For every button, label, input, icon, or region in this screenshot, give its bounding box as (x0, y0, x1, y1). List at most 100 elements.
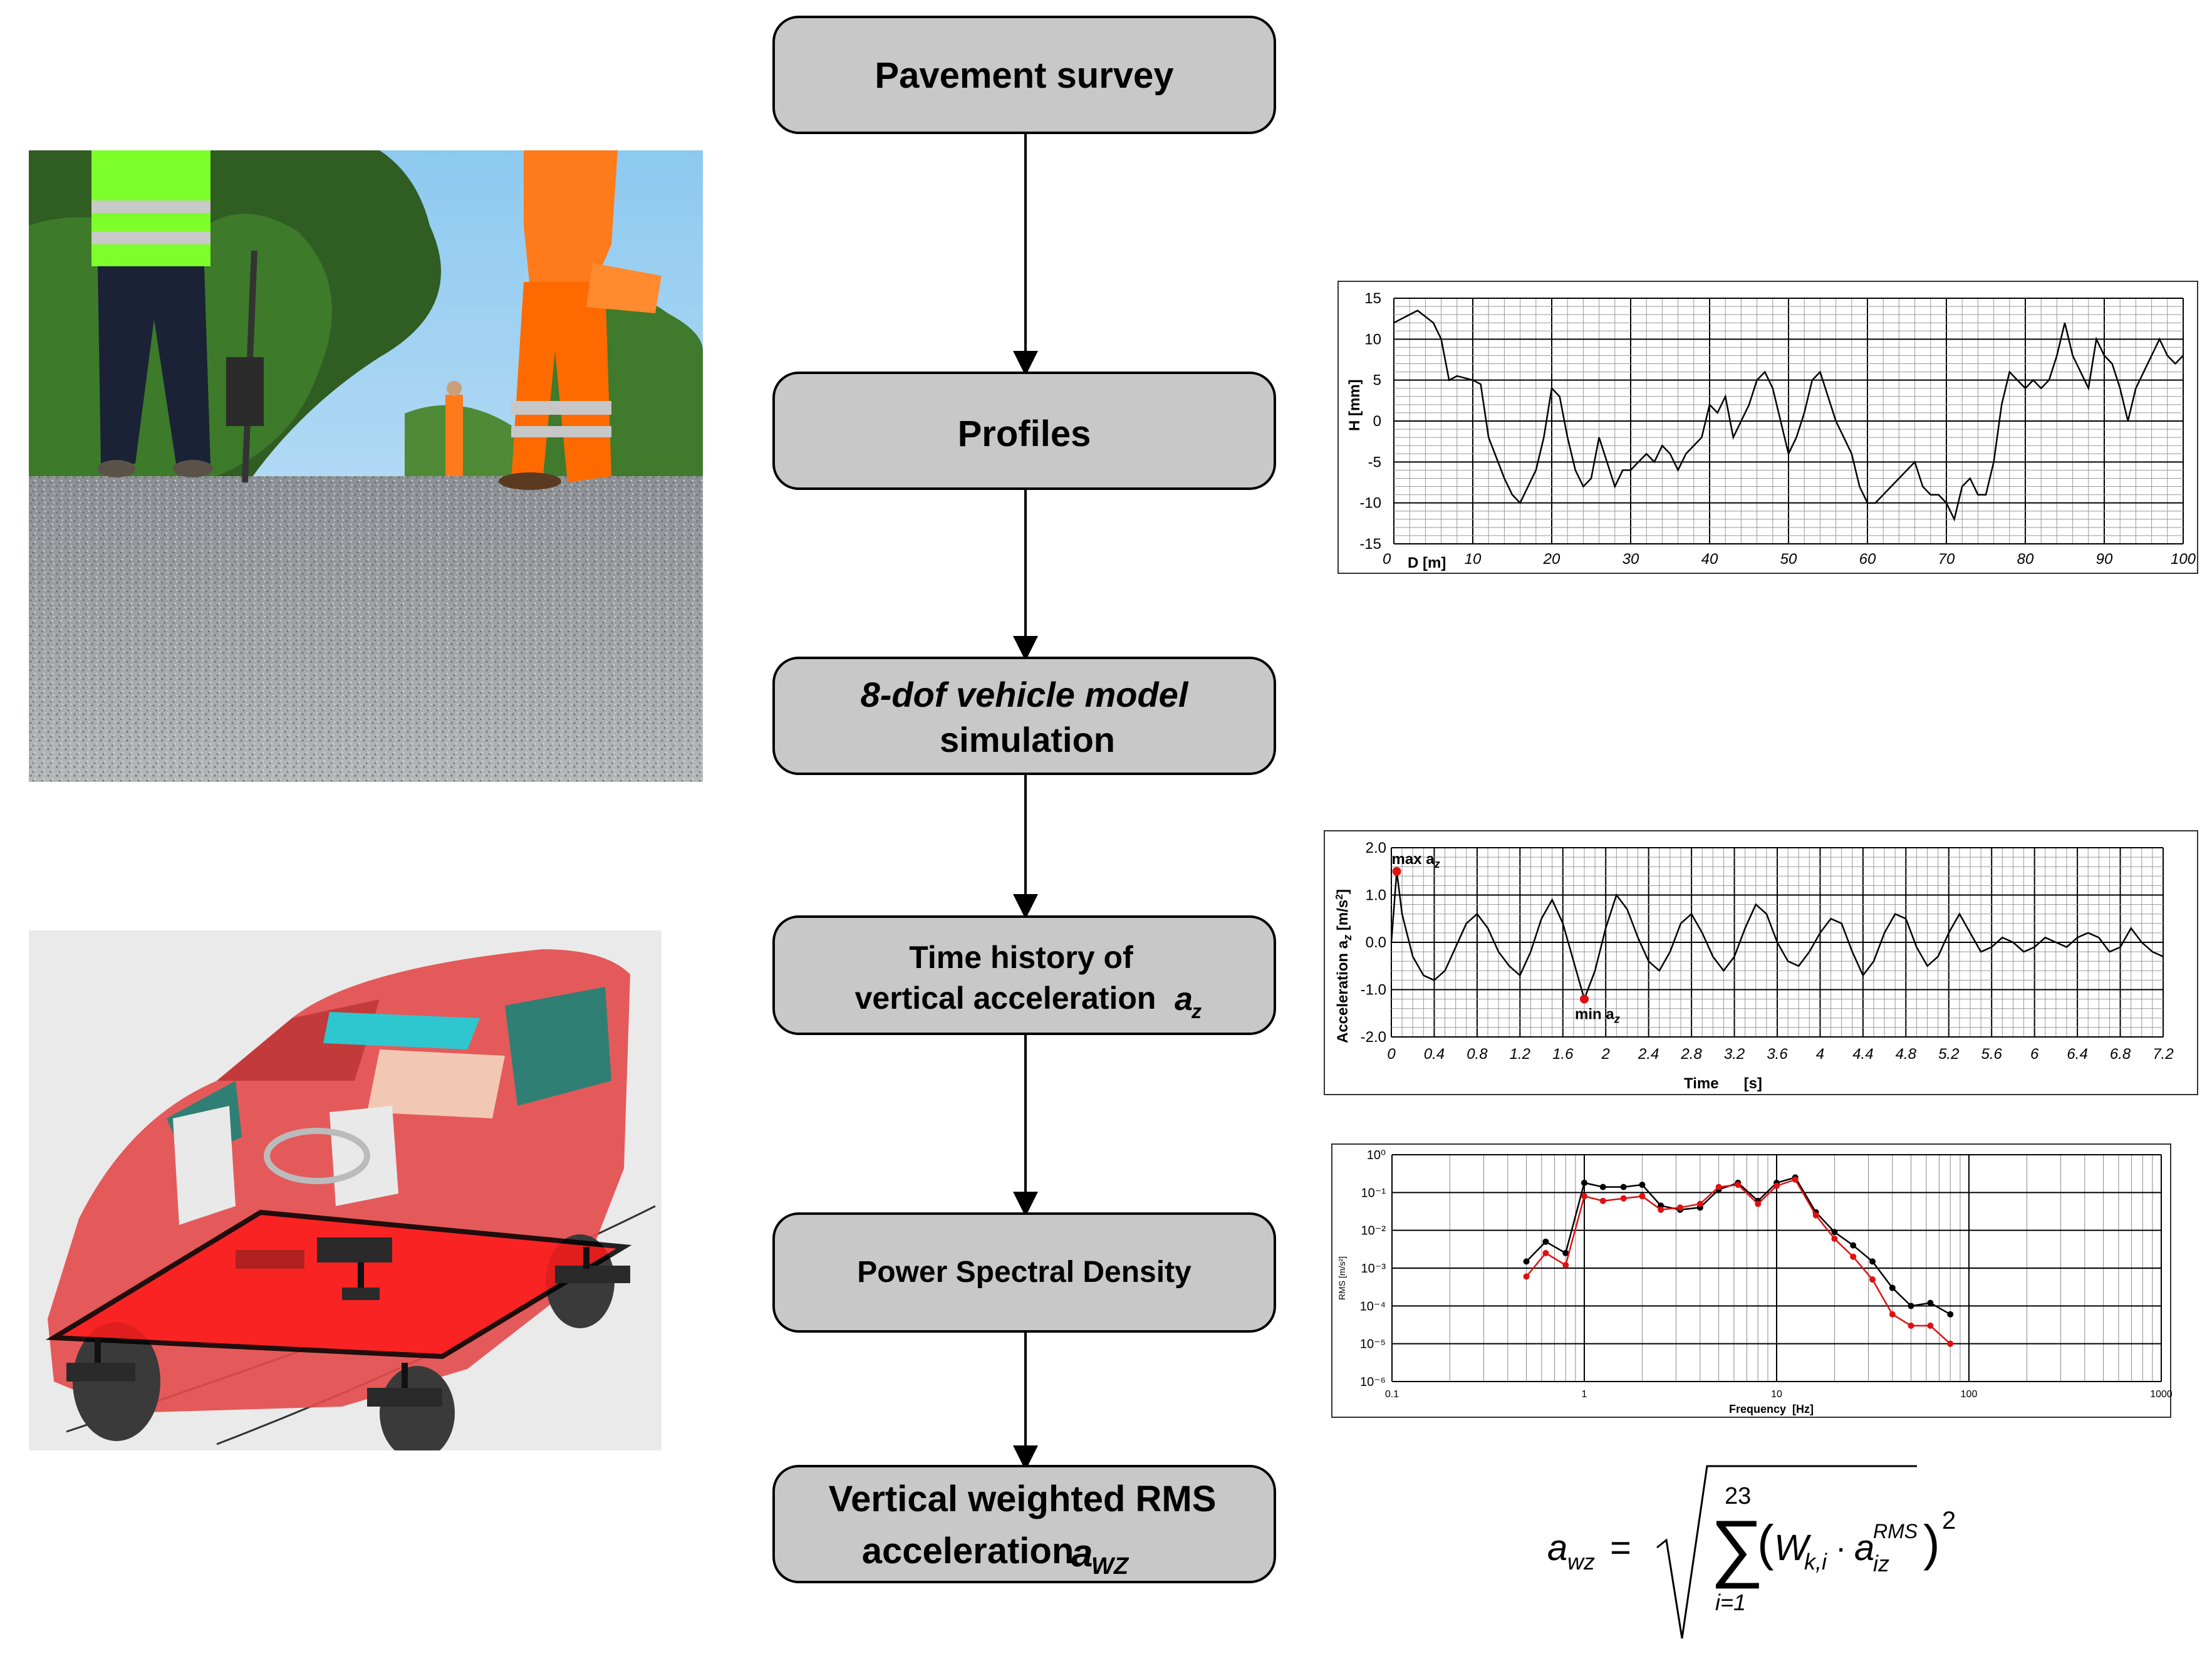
profile-ytick: -5 (1368, 454, 1381, 471)
formula-equals: = (1610, 1528, 1631, 1568)
acceleration-xtick: 4.8 (1896, 1046, 1917, 1063)
psd-xtick: 100 (1961, 1389, 1978, 1400)
step-weighted-rms-symbol: a (1071, 1532, 1093, 1575)
formula-lhs-sub: wz (1567, 1549, 1595, 1575)
profile-ytick: 0 (1373, 413, 1381, 430)
acceleration-xtick: 0.8 (1467, 1046, 1488, 1063)
step-profiles-label: Profiles (958, 414, 1091, 454)
acceleration-ylabel: Acceleration az [m/s2] (1334, 889, 1354, 1043)
step-time-history-subscript: z (1191, 1000, 1202, 1023)
psd-point (1927, 1322, 1934, 1329)
psd-ylabel: RMS [m/s²] (1337, 1256, 1347, 1300)
step-vehicle-simulation-line1: 8-dof vehicle model (861, 675, 1189, 714)
step-vehicle-simulation (772, 657, 1276, 775)
psd-point (1831, 1236, 1838, 1242)
sum-symbol: ∑ (1710, 1505, 1764, 1589)
formula-dot: · (1836, 1530, 1846, 1566)
step-time-history (772, 915, 1276, 1035)
acceleration-xtick: 3.2 (1724, 1046, 1745, 1063)
acceleration-ytick: 2.0 (1366, 840, 1386, 856)
psd-point (1658, 1206, 1664, 1213)
psd-point (1562, 1262, 1569, 1269)
vehicle-model-illustration (29, 930, 662, 1450)
acceleration-xtick: 1.6 (1552, 1046, 1574, 1063)
psd-point (1696, 1200, 1703, 1207)
profile-xtick: 90 (2096, 551, 2113, 568)
radical-sign (1656, 1465, 1917, 1639)
psd-point (1523, 1258, 1530, 1265)
psd-point (1850, 1253, 1857, 1260)
step-vehicle-simulation-line2: simulation (940, 720, 1115, 759)
step-profiles (772, 372, 1276, 490)
psd-ytick: 10⁻³ (1361, 1262, 1386, 1276)
profile-ylabel: H [mm] (1346, 379, 1363, 431)
profile-ytick: 5 (1373, 372, 1381, 389)
profile-xtick: 30 (1623, 551, 1639, 568)
psd-point (1755, 1200, 1762, 1207)
acceleration-xtick: 4 (1816, 1046, 1824, 1063)
profile-xlabel: D [m] (1408, 554, 1446, 571)
psd-point (1908, 1303, 1914, 1309)
psd-point (1889, 1311, 1896, 1318)
step-weighted-rms (772, 1465, 1276, 1583)
profile-xtick: 70 (1938, 551, 1955, 568)
formula-sum-upper: 23 (1725, 1483, 1751, 1509)
formula-W-sub: k,i (1804, 1549, 1827, 1575)
psd-xtick: 10 (1771, 1389, 1782, 1400)
psd-point (1812, 1212, 1819, 1219)
acceleration-xlabel: Time [s] (1684, 1075, 1762, 1092)
psd-ytick: 10⁻⁵ (1360, 1338, 1386, 1351)
psd-point (1581, 1179, 1587, 1186)
psd-point (1562, 1249, 1569, 1256)
profile-line (1393, 310, 2184, 522)
psd-point (1639, 1182, 1646, 1189)
step-weighted-rms-line1: Vertical weighted RMS (829, 1479, 1217, 1519)
psd-point (1599, 1197, 1606, 1204)
acceleration-xtick: 5.2 (1938, 1046, 1959, 1063)
profile-xtick: 50 (1780, 551, 1797, 568)
profile-ytick: 15 (1364, 290, 1381, 307)
psd-point (1581, 1193, 1587, 1200)
profile-xtick: 40 (1701, 551, 1718, 568)
acceleration-ytick: -1.0 (1361, 982, 1386, 999)
extreme-label: min az (1575, 1006, 1620, 1026)
step-weighted-rms-line2: acceleration (862, 1531, 1074, 1571)
acceleration-xtick: 0 (1387, 1046, 1396, 1063)
acceleration-xtick: 6.8 (2110, 1046, 2131, 1063)
psd-ytick: 10⁻⁶ (1360, 1375, 1386, 1389)
acceleration-xtick: 5.6 (1981, 1046, 2003, 1063)
acceleration-xtick: 4.4 (1852, 1046, 1873, 1063)
extreme-marker (1392, 867, 1401, 876)
profile-xtick: 80 (2017, 551, 2034, 568)
psd-point (1947, 1340, 1954, 1347)
formula-a-sub: iz (1873, 1551, 1889, 1576)
pavement-survey-photo (29, 150, 703, 782)
acceleration-ytick: 1.0 (1366, 887, 1386, 904)
acceleration-ytick: 0.0 (1366, 934, 1386, 951)
psd-point (1773, 1182, 1780, 1189)
acceleration-xtick: 3.6 (1767, 1046, 1788, 1063)
profile-xtick: 10 (1465, 551, 1482, 568)
step-time-history-line2: vertical acceleration (855, 981, 1156, 1016)
step-psd (772, 1212, 1276, 1333)
step-weighted-rms-subscript: WZ (1091, 1553, 1129, 1580)
model-platform (45, 1209, 632, 1360)
step-time-history-symbol: a (1175, 981, 1193, 1018)
step-pavement-survey-label: Pavement survey (875, 55, 1173, 96)
psd-point (1947, 1311, 1954, 1318)
psd-xlabel: Frequency [Hz] (1729, 1403, 1814, 1415)
psd-point (1676, 1204, 1683, 1211)
profile-ytick: -15 (1359, 536, 1381, 553)
psd-point (1889, 1284, 1896, 1291)
paren-close: ) (1923, 1515, 1940, 1571)
formula-sum-lower: i=1 (1715, 1590, 1746, 1615)
psd-point (1735, 1182, 1742, 1189)
formula-a-sup: RMS (1873, 1520, 1918, 1543)
profile-ytick: -10 (1359, 495, 1381, 512)
formula-lhs: a (1547, 1528, 1567, 1568)
psd-xtick: 1 (1582, 1389, 1587, 1400)
psd-point (1792, 1176, 1799, 1183)
psd-point (1599, 1184, 1606, 1190)
